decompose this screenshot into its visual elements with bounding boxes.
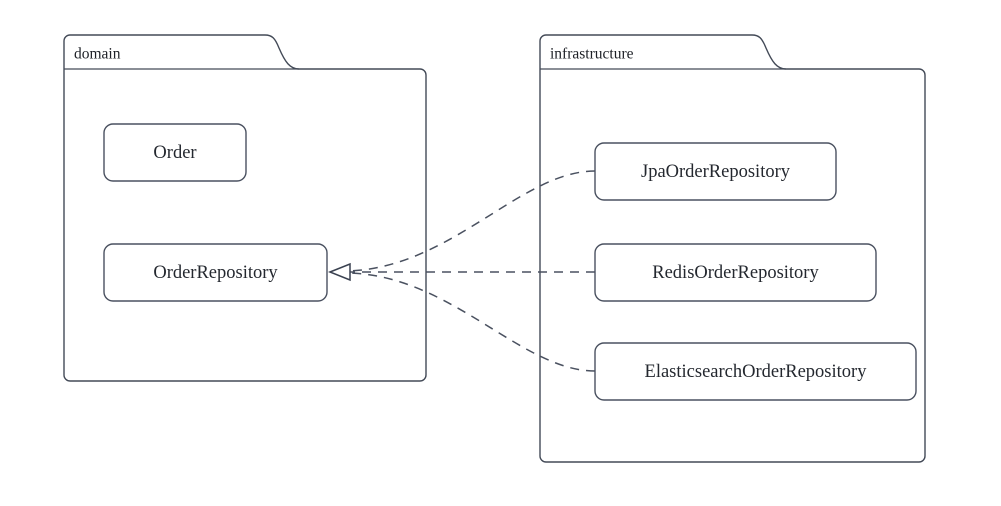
package-domain-label: domain [74, 46, 121, 63]
realization-arrowhead-icon [327, 262, 351, 282]
realization-elasticsearch-to-order-repository [344, 272, 596, 372]
class-order-repository-box [103, 243, 328, 302]
class-redis-order-repository[interactable]: RedisOrderRepository [594, 243, 877, 302]
class-order-label: Order [153, 143, 196, 163]
class-redis-order-repository-box [594, 243, 877, 302]
class-jpa-order-repository-box [594, 142, 837, 201]
package-domain-outline [63, 34, 427, 382]
realization-connectors [327, 170, 596, 372]
class-jpa-order-repository[interactable]: JpaOrderRepository [594, 142, 837, 201]
package-infrastructure-label: infrastructure [550, 46, 634, 63]
class-order[interactable]: Order [103, 123, 247, 182]
package-domain[interactable]: domain [63, 34, 427, 382]
class-order-box [103, 123, 247, 182]
class-elasticsearch-order-repository[interactable]: ElasticsearchOrderRepository [594, 342, 917, 401]
class-order-repository-label: OrderRepository [153, 263, 278, 283]
class-elasticsearch-order-repository-box [594, 342, 917, 401]
class-elasticsearch-order-repository-label: ElasticsearchOrderRepository [645, 362, 868, 382]
class-order-repository[interactable]: OrderRepository [103, 243, 328, 302]
class-jpa-order-repository-label: JpaOrderRepository [641, 162, 791, 182]
class-redis-order-repository-label: RedisOrderRepository [652, 263, 819, 283]
